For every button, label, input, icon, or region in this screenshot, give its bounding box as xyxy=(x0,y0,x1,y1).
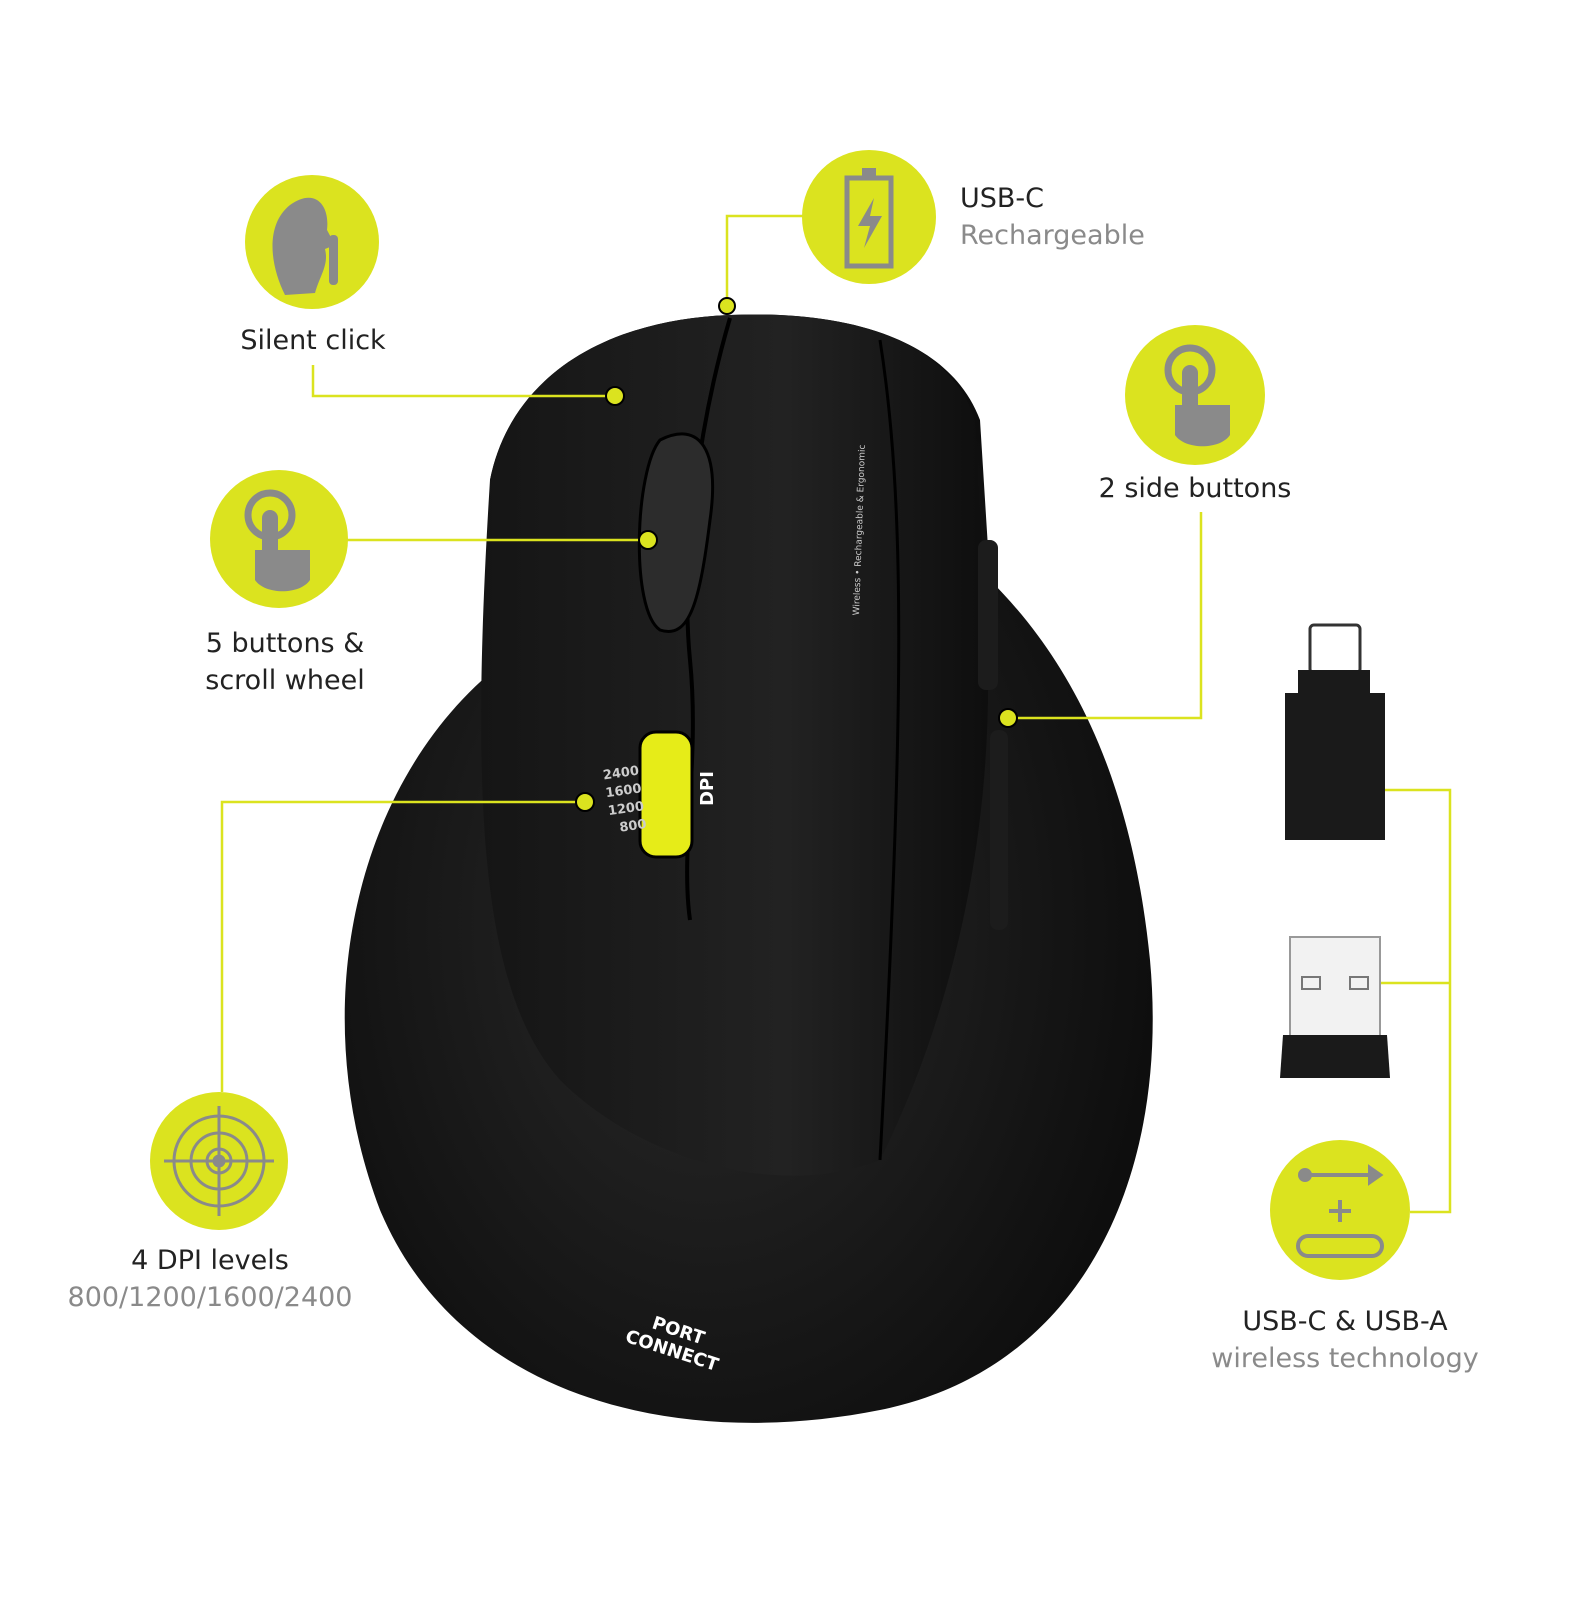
buttons-label: 5 buttons & scroll wheel xyxy=(170,625,400,699)
wireless-label-sub: wireless technology xyxy=(1211,1343,1479,1374)
dpi-badge xyxy=(150,1092,288,1230)
dpi-label: 4 DPI levels 800/1200/1600/2400 xyxy=(40,1242,380,1316)
usb-c-dongle xyxy=(1285,623,1385,840)
connector-lines xyxy=(220,214,1452,1214)
usb-c-label-sub: Rechargeable xyxy=(960,220,1145,251)
finger-tap-icon xyxy=(244,489,310,592)
usb-plus-usbc-icon xyxy=(1296,1164,1384,1258)
side-buttons-badge xyxy=(1125,325,1265,465)
target-icon xyxy=(164,1106,274,1216)
wireless-label-title: USB-C & USB-A xyxy=(1242,1306,1448,1337)
finger-tap-icon xyxy=(1164,344,1230,447)
usb-a-dongle xyxy=(1280,936,1390,1078)
battery-charging-icon xyxy=(844,168,894,269)
dpi-label-title: 4 DPI levels xyxy=(131,1245,289,1276)
usb-c-badge xyxy=(802,150,936,284)
side-button-2 xyxy=(990,730,1008,930)
dpi-button-label: DPI xyxy=(696,771,718,806)
usb-c-label: USB-C Rechargeable xyxy=(960,180,1145,254)
side-buttons-label: 2 side buttons xyxy=(1098,473,1292,504)
wireless-badge xyxy=(1270,1140,1410,1280)
mouse-body xyxy=(344,314,1153,1423)
buttons-label-line: 5 buttons & xyxy=(205,628,365,659)
scroll-wheel xyxy=(637,432,715,633)
buttons-label-line: scroll wheel xyxy=(205,665,365,696)
dpi-button xyxy=(638,730,694,859)
dpi-label-sub: 800/1200/1600/2400 xyxy=(67,1282,353,1313)
side-button-1 xyxy=(978,540,998,690)
silence-face-icon xyxy=(272,197,338,295)
buttons-badge xyxy=(210,470,348,608)
wireless-label: USB-C & USB-A wireless technology xyxy=(1190,1303,1500,1377)
silent-click-label: Silent click xyxy=(240,325,386,356)
silent-click-badge xyxy=(245,175,379,309)
usb-c-label-title: USB-C xyxy=(960,183,1045,214)
